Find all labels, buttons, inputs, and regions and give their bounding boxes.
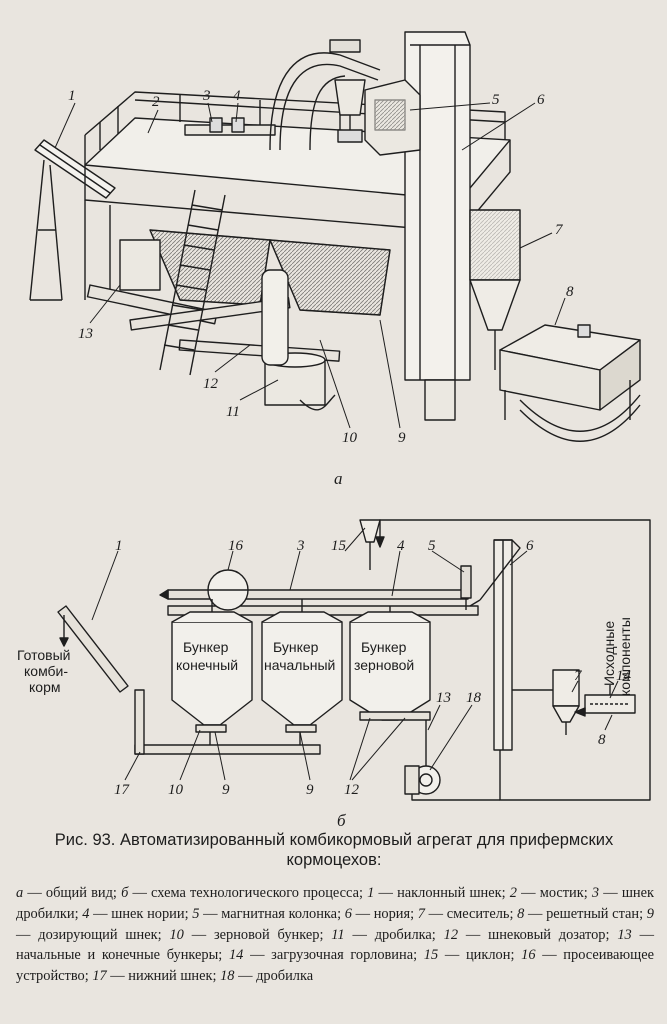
bin-grain-line-1: Бункер xyxy=(361,639,407,655)
bin-initial-line-2: начальный xyxy=(264,657,335,673)
callout-b-8: 8 xyxy=(598,732,606,748)
callout-b-9b: 9 xyxy=(306,782,314,798)
legend-text: — мостик; xyxy=(517,885,592,901)
callout-b-13: 13 xyxy=(436,690,451,706)
figure-b-callouts: 1 16 3 15 4 5 6 7 14 8 13 18 17 10 9 9 1… xyxy=(114,538,632,830)
legend-text: — смеситель; xyxy=(424,905,518,922)
legend-text: — просеивающее устройство; xyxy=(16,947,655,985)
legend-text: — циклон; xyxy=(438,947,522,964)
figure-b-labels: Готовый комби- корм Бункер конечный Бунк… xyxy=(17,617,633,696)
legend-key: 14 xyxy=(228,947,244,964)
legend-key: 9 xyxy=(646,905,654,922)
legend-key: 8 xyxy=(517,905,525,922)
callout-b-6: 6 xyxy=(526,538,534,554)
legend-key: 5 xyxy=(192,905,200,922)
panel-label-a: а xyxy=(334,469,343,488)
callout-b-3: 3 xyxy=(296,538,305,554)
legend-text: — начальные и конечные бункеры; xyxy=(16,926,654,964)
legend-text: — общий вид; xyxy=(23,885,122,901)
legend-key: 17 xyxy=(92,968,107,985)
legend-text: — нория; xyxy=(351,905,418,922)
legend-key: 2 xyxy=(509,885,517,901)
callout-a-1: 1 xyxy=(68,88,76,104)
callout-b-1: 1 xyxy=(115,538,123,554)
callout-a-10: 10 xyxy=(342,430,358,446)
product-label-line-1: Готовый xyxy=(17,647,70,663)
legend-text: — схема технологического процесса; xyxy=(128,885,368,901)
figure: 1 2 3 4 5 6 7 8 9 10 11 12 13 а xyxy=(17,31,651,830)
legend-key: 10 xyxy=(169,926,184,943)
legend-text: — шнек дробилки; xyxy=(16,885,655,922)
callout-a-6: 6 xyxy=(537,92,545,108)
source-label-line-1: Исходные xyxy=(601,621,617,686)
callout-b-17: 17 xyxy=(114,782,131,798)
legend-key: 3 xyxy=(591,885,600,901)
callout-b-4: 4 xyxy=(397,538,405,554)
bin-grain-line-2: зерновой xyxy=(354,657,414,673)
caption-line-2: кормоцехов: xyxy=(286,851,382,869)
callout-b-12: 12 xyxy=(344,782,360,798)
figure-legend: а — общий вид; б — схема технологическог… xyxy=(16,883,654,987)
callout-b-18: 18 xyxy=(466,690,482,706)
callout-b-15: 15 xyxy=(331,538,347,554)
callout-a-5: 5 xyxy=(492,92,500,108)
callout-a-12: 12 xyxy=(203,376,219,392)
legend-text: — наклонный шнек; xyxy=(374,885,510,901)
callout-b-5: 5 xyxy=(428,538,436,554)
figure-a-drawing xyxy=(29,31,641,442)
panel-label-b: б xyxy=(337,811,346,830)
legend-text: — магнитная колонка; xyxy=(199,905,345,922)
legend-key: 7 xyxy=(417,905,425,922)
legend-key: 16 xyxy=(521,947,536,964)
legend-text: — дозирующий шнек; xyxy=(16,926,170,943)
callout-a-7: 7 xyxy=(555,222,564,238)
callout-a-8: 8 xyxy=(566,284,574,300)
legend-text: — загрузочная горловина; xyxy=(243,947,424,964)
figure-a-callouts: 1 2 3 4 5 6 7 8 9 10 11 12 13 а xyxy=(68,88,574,488)
callout-a-4: 4 xyxy=(233,88,241,104)
callout-a-13: 13 xyxy=(78,326,93,342)
product-label-line-3: корм xyxy=(29,679,60,695)
legend-key: 18 xyxy=(220,968,235,985)
product-label-line-2: комби- xyxy=(24,663,68,679)
callout-a-11: 11 xyxy=(226,404,240,420)
figure-a-leaders xyxy=(54,102,566,429)
figure-caption: Рис. 93. Автоматизированный комбикормовы… xyxy=(16,830,652,870)
legend-key: 12 xyxy=(443,926,459,943)
callout-b-9a: 9 xyxy=(222,782,230,798)
legend-key: 6 xyxy=(344,905,352,922)
bin-final-line-1: Бункер xyxy=(183,639,229,655)
legend-text: — шнековый дозатор; xyxy=(458,926,618,943)
bin-final-line-2: конечный xyxy=(176,657,238,673)
callout-a-9: 9 xyxy=(398,430,406,446)
legend-key: а xyxy=(16,885,24,901)
callout-a-2: 2 xyxy=(152,94,160,110)
legend-key: 11 xyxy=(331,926,345,943)
legend-text: — дробилка; xyxy=(344,926,444,943)
legend-key: б xyxy=(121,885,129,901)
figure-b-drawing xyxy=(57,519,651,801)
legend-text: — шнек нории; xyxy=(89,905,193,922)
source-label-line-2: компоненты xyxy=(617,617,633,696)
callout-b-10: 10 xyxy=(168,782,184,798)
figure-b-leaders xyxy=(91,527,619,781)
callout-b-16: 16 xyxy=(228,538,244,554)
legend-text: — дробилка xyxy=(234,968,314,985)
caption-line-1: Рис. 93. Автоматизированный комбикормовы… xyxy=(54,831,614,849)
legend-text: — решетный стан; xyxy=(524,905,647,922)
callout-b-7: 7 xyxy=(574,668,583,684)
legend-key: 4 xyxy=(82,905,90,922)
legend-key: 1 xyxy=(367,885,375,901)
callout-a-3: 3 xyxy=(202,88,211,104)
legend-text: — зерновой бункер; xyxy=(183,926,332,943)
legend-text: — нижний шнек; xyxy=(106,968,221,985)
legend-key: 13 xyxy=(617,926,632,943)
callout-b-14: 14 xyxy=(616,668,632,684)
legend-key: 15 xyxy=(423,947,439,964)
bin-initial-line-1: Бункер xyxy=(273,639,319,655)
